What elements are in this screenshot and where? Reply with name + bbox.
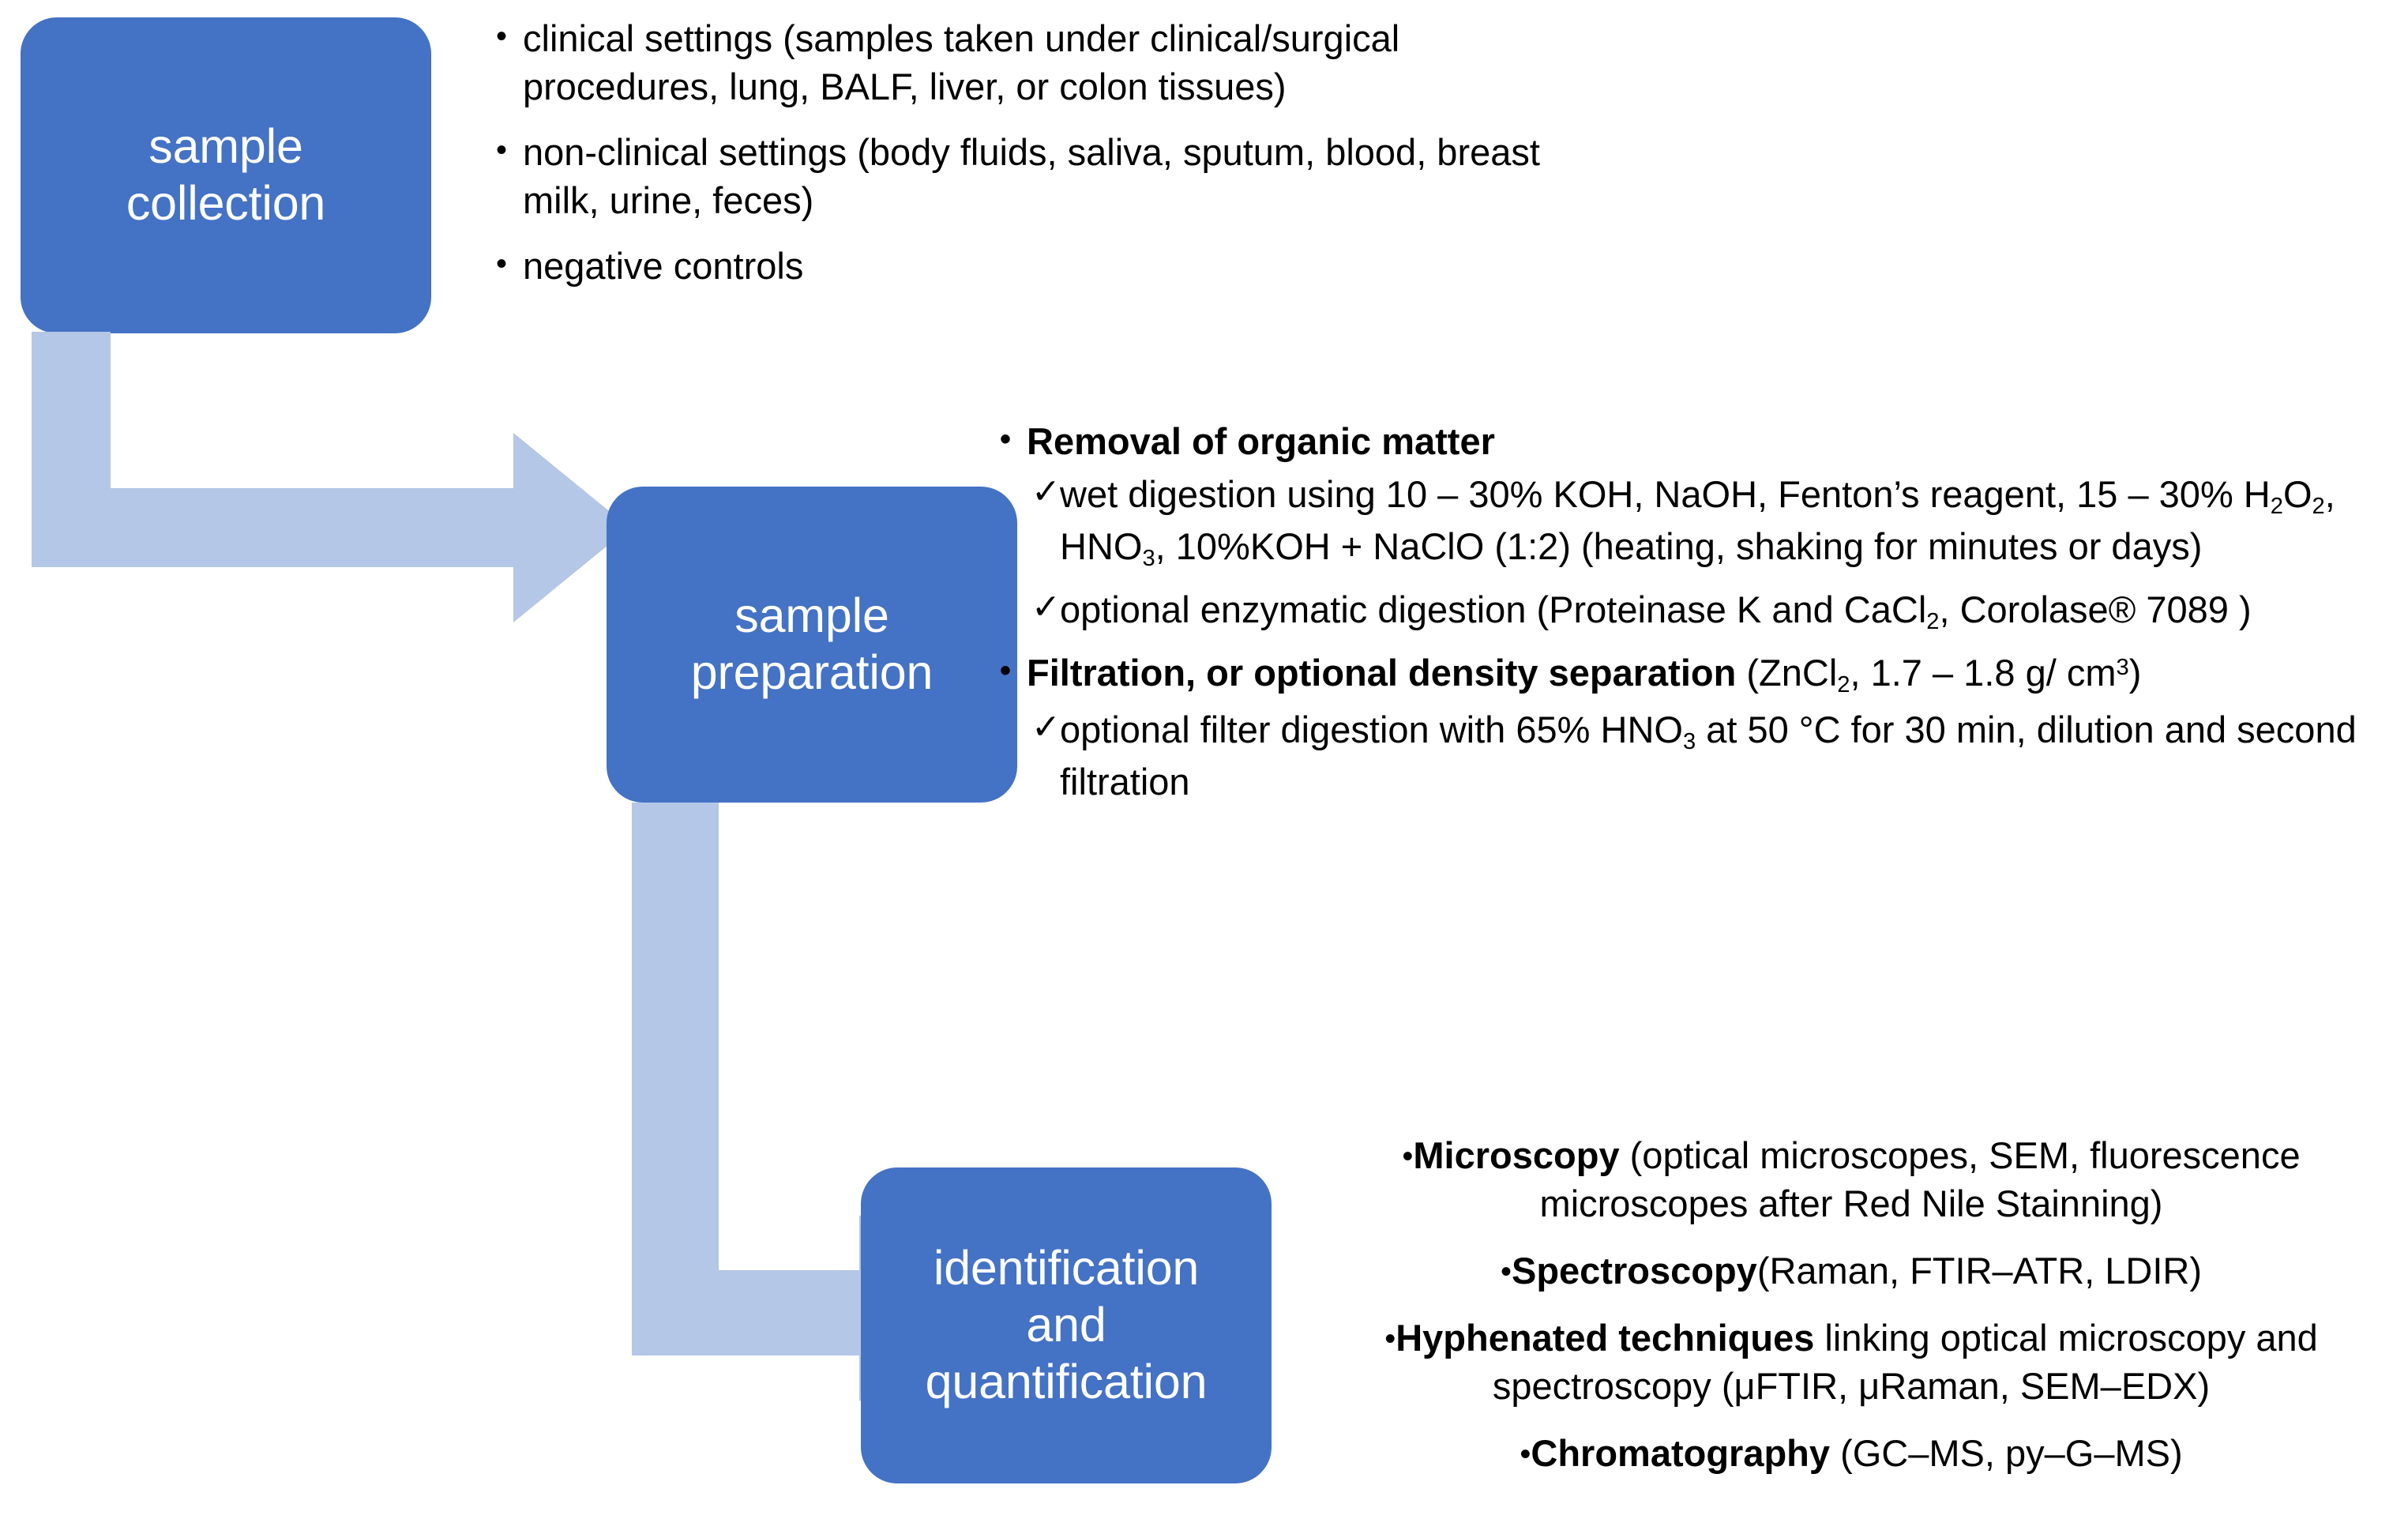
list-item-heading: • Removal of organic matter [1000, 417, 2398, 465]
bullet-dot-icon: • [496, 133, 508, 168]
list-item: • negative controls [496, 242, 1586, 290]
checkmark-icon: ✓ [1031, 588, 1061, 627]
list-subitem-text: optional filter digestion with 65% HNO3 … [1060, 709, 2357, 803]
elbow-arrow-collection-to-preparation [32, 332, 632, 624]
sample-preparation-detail-list: • Removal of organic matter ✓ wet digest… [1000, 417, 2398, 817]
list-item: •Hyphenated techniques linking optical m… [1298, 1314, 2404, 1410]
list-subitem: ✓ optional enzymatic digestion (Proteina… [1031, 585, 2398, 637]
list-item-normal-part: (GC–MS, py–G–MS) [1830, 1432, 2183, 1475]
list-item-text: negative controls [523, 245, 804, 288]
list-item-heading: • Filtration, or optional density separa… [1000, 649, 2398, 701]
bullet-dot-icon: • [496, 246, 508, 282]
sample-collection-detail-list: • clinical settings (samples taken under… [496, 14, 1586, 307]
list-subitem-text: wet digestion using 10 – 30% KOH, NaOH, … [1060, 473, 2335, 572]
list-item: •Spectroscopy(Raman, FTIR–ATR, LDIR) [1298, 1246, 2404, 1295]
list-subitem-text: optional enzymatic digestion (Proteinase… [1060, 588, 2252, 635]
list-item-normal-part: linking optical microscopy and spectrosc… [1492, 1317, 2318, 1408]
list-item-bold-part: Chromatography [1531, 1432, 1831, 1475]
box-label-line-2: and [1026, 1298, 1106, 1352]
bullet-dot-icon: • [1520, 1437, 1531, 1472]
identification-detail-list: •Microscopy (optical microscopes, SEM, f… [1298, 1131, 2404, 1497]
list-item-bold-part: Hyphenated techniques [1396, 1317, 1815, 1359]
box-label-line-2: preparation [690, 645, 934, 699]
list-item: • non-clinical settings (body fluids, sa… [496, 128, 1586, 224]
box-label-line-3: quantification [925, 1354, 1208, 1408]
list-item-heading-text: Removal of organic matter [1027, 420, 1495, 462]
heading-bold-part: Filtration, or optional density separati… [1027, 652, 1737, 694]
box-label-line-1: identification [933, 1241, 1200, 1295]
list-item-text: Hyphenated techniques linking optical mi… [1396, 1317, 2318, 1407]
list-item-heading-text: Filtration, or optional density separati… [1027, 649, 2398, 701]
list-item-text: Spectroscopy(Raman, FTIR–ATR, LDIR) [1512, 1250, 2202, 1292]
bullet-dot-icon: • [1402, 1139, 1414, 1174]
box-label-identification: identification and quantification [926, 1240, 1208, 1411]
list-item: •Microscopy (optical microscopes, SEM, f… [1298, 1131, 2404, 1228]
list-item-bold-part: Spectroscopy [1511, 1250, 1757, 1292]
list-item-text: non-clinical settings (body fluids, sali… [523, 131, 1540, 222]
list-item-text: Chromatography (GC–MS, py–G–MS) [1531, 1432, 2182, 1474]
bullet-dot-icon: • [1000, 653, 1012, 689]
box-label-sample-collection: sample collection [126, 118, 326, 232]
list-item-normal-part: (Raman, FTIR–ATR, LDIR) [1756, 1250, 2203, 1292]
list-subitem: ✓ optional filter digestion with 65% HNO… [1031, 705, 2398, 806]
list-item: •Chromatography (GC–MS, py–G–MS) [1298, 1429, 2404, 1477]
box-label-line-1: sample [148, 119, 303, 174]
list-item-text: Microscopy (optical microscopes, SEM, fl… [1413, 1134, 2300, 1224]
bullet-dot-icon: • [1500, 1254, 1512, 1290]
box-label-sample-preparation: sample preparation [690, 588, 934, 701]
heading-normal-part: (ZnCl2, 1.7 – 1.8 g/ cm3) [1736, 652, 2142, 698]
list-item: • clinical settings (samples taken under… [496, 14, 1586, 111]
checkmark-icon: ✓ [1031, 472, 1061, 512]
list-subitem: ✓ wet digestion using 10 – 30% KOH, NaOH… [1031, 470, 2398, 574]
process-box-sample-collection[interactable]: sample collection [21, 17, 431, 333]
process-box-identification-and-quantification[interactable]: identification and quantification [861, 1167, 1272, 1483]
list-item-normal-part: (optical microscopes, SEM, fluorescence … [1539, 1134, 2301, 1225]
arrow-shape [32, 332, 629, 622]
box-label-line-2: collection [126, 176, 326, 230]
box-label-line-1: sample [734, 588, 889, 643]
list-item-bold-part: Microscopy [1413, 1134, 1620, 1176]
list-item-text: clinical settings (samples taken under c… [523, 17, 1400, 108]
checkmark-icon: ✓ [1031, 708, 1061, 747]
bullet-dot-icon: • [496, 19, 508, 54]
process-box-sample-preparation[interactable]: sample preparation [607, 487, 1017, 803]
bullet-dot-icon: • [1000, 422, 1012, 457]
bullet-dot-icon: • [1384, 1322, 1396, 1357]
